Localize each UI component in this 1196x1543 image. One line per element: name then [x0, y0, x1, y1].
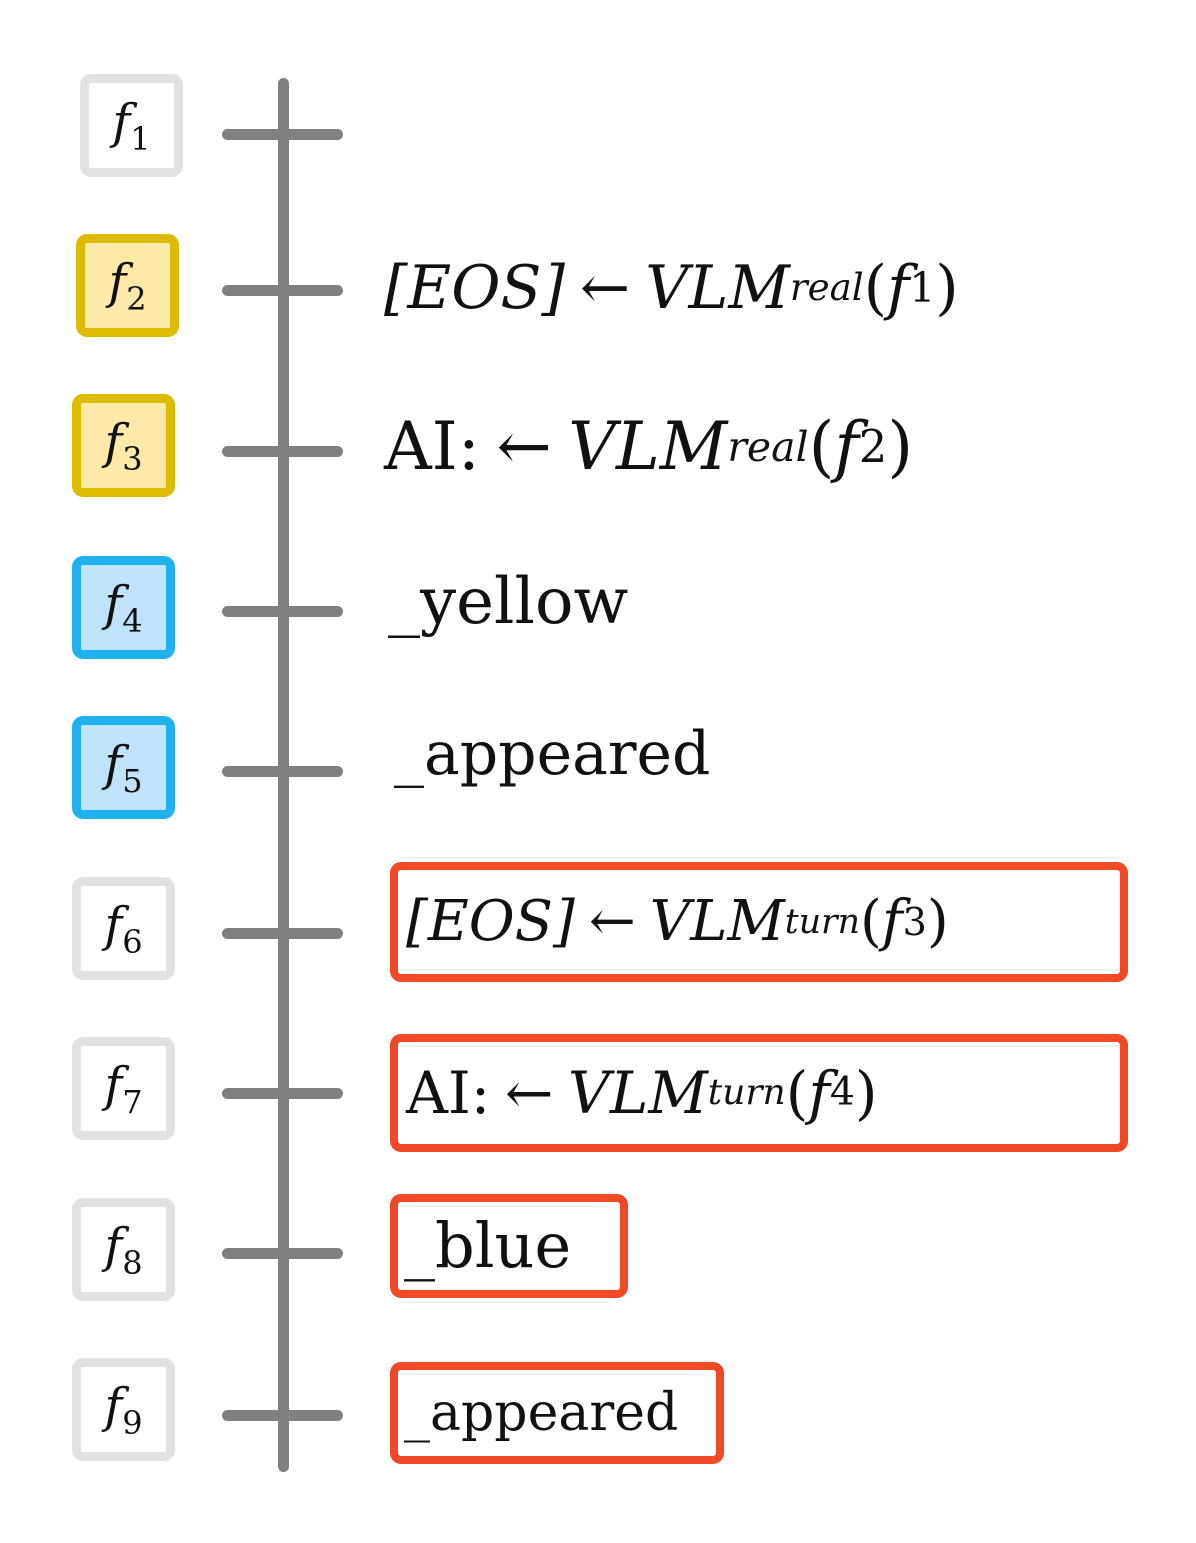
model-subscript: real	[727, 422, 809, 471]
model-name: VLM	[568, 408, 728, 485]
frame-arg: f	[834, 408, 859, 485]
frame-arg-subscript: 3	[902, 899, 927, 944]
frame-box-f9: f9	[72, 1358, 175, 1461]
frame-arg: f	[808, 1059, 830, 1127]
frame-box-f2: f2	[76, 234, 179, 337]
frame-arg-subscript: 4	[829, 1069, 855, 1116]
frame-box-f1: f1	[80, 74, 183, 177]
arrow-icon: ←	[579, 253, 631, 323]
frame-box-f6: f6	[72, 877, 175, 980]
output-row-4: _yellow	[388, 570, 628, 634]
arrow-icon: ←	[496, 408, 552, 485]
timeline-tick	[222, 446, 343, 457]
timeline-tick	[222, 1248, 343, 1259]
timeline-tick	[222, 1088, 343, 1099]
model-name: VLM	[567, 1059, 708, 1127]
frame-label: f5	[104, 735, 143, 800]
timeline-tick	[222, 766, 343, 777]
frame-label: f3	[104, 413, 143, 478]
timeline-tick	[222, 606, 343, 617]
frame-arg: f	[887, 253, 910, 323]
model-subscript: turn	[784, 901, 861, 942]
timeline-tick	[222, 1410, 343, 1421]
frame-label: f4	[104, 575, 143, 640]
frame-label: f7	[104, 1056, 143, 1121]
frame-box-f8: f8	[72, 1198, 175, 1301]
frame-box-f7: f7	[72, 1037, 175, 1140]
token-text: _appeared	[404, 1383, 679, 1443]
frame-box-f3: f3	[72, 394, 175, 497]
frame-label: f6	[104, 896, 143, 961]
frame-arg-subscript: 1	[909, 263, 936, 312]
frame-arg-subscript: 2	[858, 419, 888, 473]
token-text: _appeared	[394, 719, 711, 789]
timeline-tick	[222, 285, 343, 296]
output-row-9: _appeared	[390, 1362, 724, 1464]
token-lhs: [EOS]	[384, 253, 565, 323]
arrow-icon: ←	[588, 889, 636, 954]
token-lhs: AI:	[406, 1059, 491, 1127]
timeline-tick	[222, 928, 343, 939]
token-lhs: AI:	[384, 408, 480, 485]
frame-arg: f	[881, 889, 903, 954]
frame-box-f4: f4	[72, 556, 175, 659]
frame-label: f8	[104, 1217, 143, 1282]
token-lhs: [EOS]	[406, 889, 575, 954]
output-row-8: _blue	[390, 1194, 628, 1298]
model-subscript: turn	[707, 1072, 786, 1114]
arrow-icon: ←	[504, 1059, 554, 1127]
model-name: VLM	[649, 889, 785, 954]
frame-label: f2	[108, 253, 147, 318]
frame-box-f5: f5	[72, 716, 175, 819]
token-text: _blue	[404, 1209, 572, 1282]
frame-label: f1	[112, 93, 151, 158]
token-text: _yellow	[388, 565, 629, 639]
model-name: VLM	[645, 253, 790, 323]
timeline-tick	[222, 129, 343, 140]
output-row-5: _appeared	[394, 724, 710, 784]
frame-label: f9	[104, 1377, 143, 1442]
model-subscript: real	[789, 265, 864, 310]
